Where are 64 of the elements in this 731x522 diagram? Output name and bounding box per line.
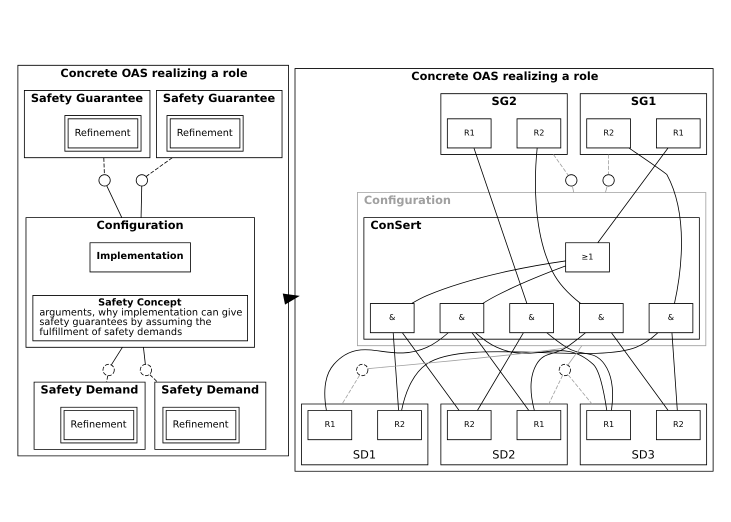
node-circle <box>98 174 111 186</box>
connector <box>552 154 569 176</box>
connector <box>402 332 460 410</box>
connector <box>474 147 528 304</box>
node-box: & <box>648 302 694 333</box>
node-box: Refinement <box>64 114 142 152</box>
node-box: R1 <box>656 118 701 148</box>
node-box: R1 <box>516 410 562 440</box>
node-arc <box>356 363 368 376</box>
connector <box>535 147 581 304</box>
node-box: R2 <box>446 410 492 440</box>
node-box: ≥1 <box>565 242 610 272</box>
connector <box>392 332 399 410</box>
connector <box>548 374 564 404</box>
connector <box>342 374 360 404</box>
connector <box>605 185 608 192</box>
node-box: Refinement <box>60 406 138 443</box>
connector <box>401 332 658 410</box>
node-box: R2 <box>377 410 422 440</box>
connector <box>530 332 586 410</box>
connector <box>672 332 678 410</box>
connector <box>608 154 609 174</box>
node-box: R2 <box>516 118 562 148</box>
node-box: & <box>440 302 484 333</box>
connector <box>472 332 530 410</box>
node-box: R2 <box>656 410 701 440</box>
connector <box>110 346 123 365</box>
node-circle <box>136 174 148 186</box>
node-box: Refinement <box>162 406 240 443</box>
connector <box>568 344 582 365</box>
node-box: & <box>579 302 624 333</box>
node-box: Safety Concept arguments, why implementation can give safety guarantees by assuming the fulfillment of safety demands <box>32 294 248 341</box>
connector <box>106 184 122 218</box>
connector <box>143 346 146 364</box>
node-box: R1 <box>308 410 352 440</box>
connector <box>475 332 608 410</box>
connector <box>411 260 566 304</box>
node-box: R1 <box>586 410 631 440</box>
connector <box>146 156 173 176</box>
connector <box>611 332 668 410</box>
node-circle <box>602 174 615 186</box>
connector <box>324 332 449 410</box>
connector <box>597 147 668 243</box>
connector <box>140 185 142 218</box>
node-box: R1 <box>446 118 492 148</box>
node-box: R2 <box>586 118 631 148</box>
node-arc <box>140 363 152 376</box>
connector <box>477 332 524 410</box>
connector <box>568 374 592 404</box>
connector <box>572 185 574 192</box>
connector <box>103 156 105 174</box>
connector <box>628 147 682 304</box>
connector <box>482 265 566 304</box>
node-box: & <box>509 302 554 333</box>
node-arc <box>102 363 115 376</box>
connector <box>106 374 108 382</box>
connector <box>367 344 570 369</box>
connector <box>149 374 158 382</box>
node-box: & <box>370 302 415 333</box>
node-arc <box>558 363 571 376</box>
node-box: Implementation <box>90 242 191 272</box>
node-circle <box>565 174 578 186</box>
connector <box>546 332 613 410</box>
node-box: Refinement <box>166 114 244 152</box>
